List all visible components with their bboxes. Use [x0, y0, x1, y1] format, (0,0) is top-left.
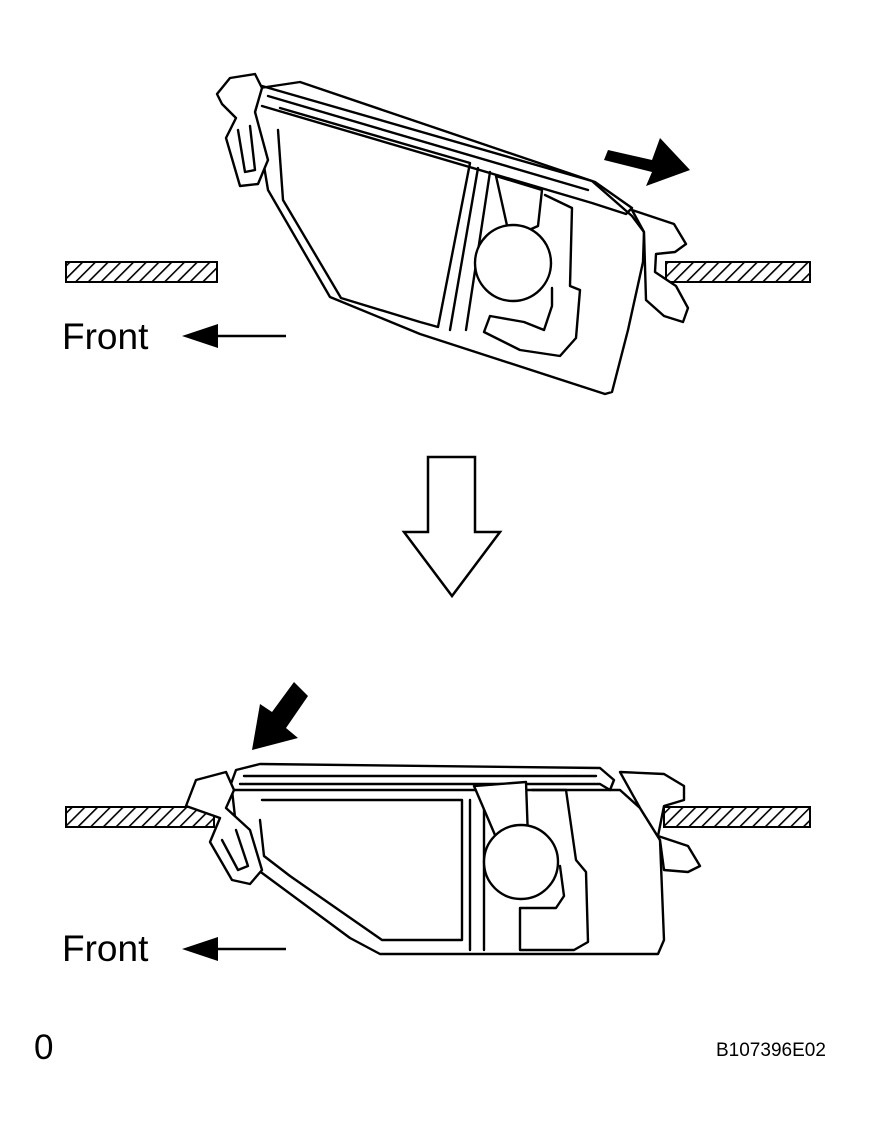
- front-hook-inner: [236, 124, 257, 174]
- front-hook-inner: [220, 828, 250, 872]
- transition-down-arrow-icon: [401, 455, 503, 599]
- panel-left-section: [65, 806, 215, 828]
- pivot-boss: [473, 223, 553, 303]
- front-label-bottom: Front: [62, 928, 149, 969]
- inner-cavity: [276, 106, 472, 329]
- inner-wall: [448, 166, 480, 332]
- front-label-top: Front: [62, 316, 149, 357]
- push-arrow-down-left-icon: [252, 682, 308, 750]
- component-body: [230, 788, 666, 956]
- component-lid: [253, 80, 634, 216]
- pivot-boss: [482, 823, 560, 901]
- retaining-tab: [482, 193, 582, 358]
- figure-code: B107396E02: [716, 1040, 826, 1061]
- panel-right-section: [665, 261, 811, 283]
- component-body: [253, 84, 646, 396]
- step-number: 0: [34, 1028, 54, 1067]
- front-direction-arrow-icon: [182, 324, 286, 348]
- component-lid: [226, 762, 616, 794]
- bottom-view: [65, 682, 811, 961]
- retaining-tab: [518, 788, 590, 952]
- rear-clip: [618, 770, 702, 874]
- front-hook: [215, 72, 270, 188]
- component-seated: [184, 762, 702, 956]
- top-view: [65, 72, 811, 396]
- front-direction-arrow-icon: [182, 937, 286, 961]
- lid-inner-line: [266, 94, 590, 192]
- rear-clip: [630, 208, 690, 324]
- panel-right-section: [663, 806, 811, 828]
- component-tilted: [215, 72, 690, 396]
- front-hook: [184, 770, 264, 886]
- panel-left-section: [65, 261, 218, 283]
- inner-cavity: [258, 798, 464, 942]
- push-arrow-right-icon: [604, 138, 690, 186]
